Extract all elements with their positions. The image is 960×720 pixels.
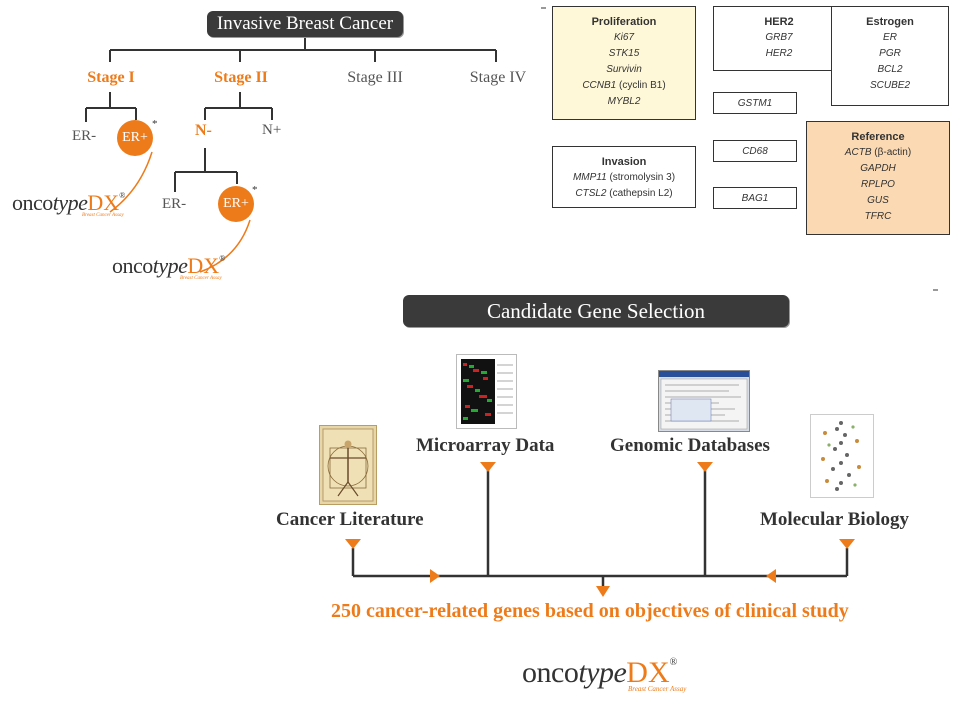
node-neg-asterisk: *: [252, 184, 258, 196]
source-genomic-databases: Genomic Databases: [610, 435, 770, 456]
gene: GAPDH: [860, 163, 896, 174]
genomic-database-screenshot: [658, 370, 750, 432]
estrogen-title: Estrogen: [866, 16, 914, 28]
stage1-asterisk: *: [152, 118, 158, 130]
stage2-node-negative: N-: [195, 122, 212, 139]
gene: STK15: [608, 48, 640, 59]
gene: BCL2: [877, 64, 903, 75]
gene: GRB7: [765, 32, 793, 43]
gene: RPLPO: [861, 179, 895, 190]
node-neg-er-negative: ER-: [162, 196, 187, 212]
stage-4-label: Stage IV: [469, 69, 527, 86]
invasion-title: Invasion: [601, 156, 647, 168]
gene: PGR: [879, 48, 901, 59]
gene: ACTB (β-actin): [844, 147, 912, 158]
oncotype-dx-logo: oncotypeDX® Breast Cancer Assay: [522, 656, 687, 693]
stage-1-label: Stage I: [87, 69, 135, 86]
vitruvian-man-image: [319, 425, 377, 505]
stage2-node-positive: N+: [262, 122, 282, 138]
gene: TFRC: [864, 211, 892, 222]
proliferation-title: Proliferation: [591, 16, 657, 28]
bag1-box: BAG1: [713, 187, 797, 209]
gene: HER2: [765, 48, 793, 59]
estrogen-box: Estrogen ER PGR BCL2 SCUBE2: [831, 6, 949, 106]
candidate-title: Candidate Gene Selection: [403, 295, 789, 327]
stage-2-label: Stage II: [214, 69, 268, 86]
molecular-biology-image: [810, 414, 874, 498]
oncotype-dx-logo: oncotypeDX® Breast Cancer Assay: [112, 253, 226, 282]
microarray-image: [456, 354, 517, 429]
stage-3-label: Stage III: [347, 69, 403, 86]
gstm1-box: GSTM1: [713, 92, 797, 114]
invasion-box: Invasion MMP11 (stromolysin 3) CTSL2 (ca…: [552, 146, 696, 208]
node-neg-er-positive: ER+: [218, 186, 254, 222]
gene: GUS: [867, 195, 889, 206]
gene: CTSL2 (cathepsin L2): [575, 188, 673, 199]
her2-box: HER2 GRB7 HER2: [713, 6, 845, 71]
tree-title: Invasive Breast Cancer: [207, 11, 403, 37]
proliferation-box: Proliferation Ki67 STK15 Survivin CCNB1 …: [552, 6, 696, 120]
gene: MYBL2: [607, 96, 641, 107]
reference-box: Reference ACTB (β-actin) GAPDH RPLPO GUS…: [806, 121, 950, 235]
oncotype-dx-logo: oncotypeDX® Breast Cancer Assay: [12, 190, 126, 219]
gene: Survivin: [606, 64, 642, 75]
gene: Ki67: [613, 32, 634, 43]
reference-title: Reference: [851, 131, 905, 143]
source-microarray-data: Microarray Data: [416, 435, 555, 456]
source-cancer-literature: Cancer Literature: [276, 509, 424, 530]
stage1-er-negative: ER-: [72, 128, 97, 144]
result-statement: 250 cancer-related genes based on object…: [331, 600, 849, 622]
source-molecular-biology: Molecular Biology: [760, 509, 909, 530]
gene: ER: [883, 32, 897, 43]
gene: SCUBE2: [869, 80, 910, 91]
stage1-er-positive: ER+: [117, 120, 153, 156]
cd68-box: CD68: [713, 140, 797, 162]
gene: MMP11 (stromolysin 3): [572, 172, 676, 183]
her2-title: HER2: [764, 16, 794, 28]
gene: CCNB1 (cyclin B1): [582, 80, 666, 91]
